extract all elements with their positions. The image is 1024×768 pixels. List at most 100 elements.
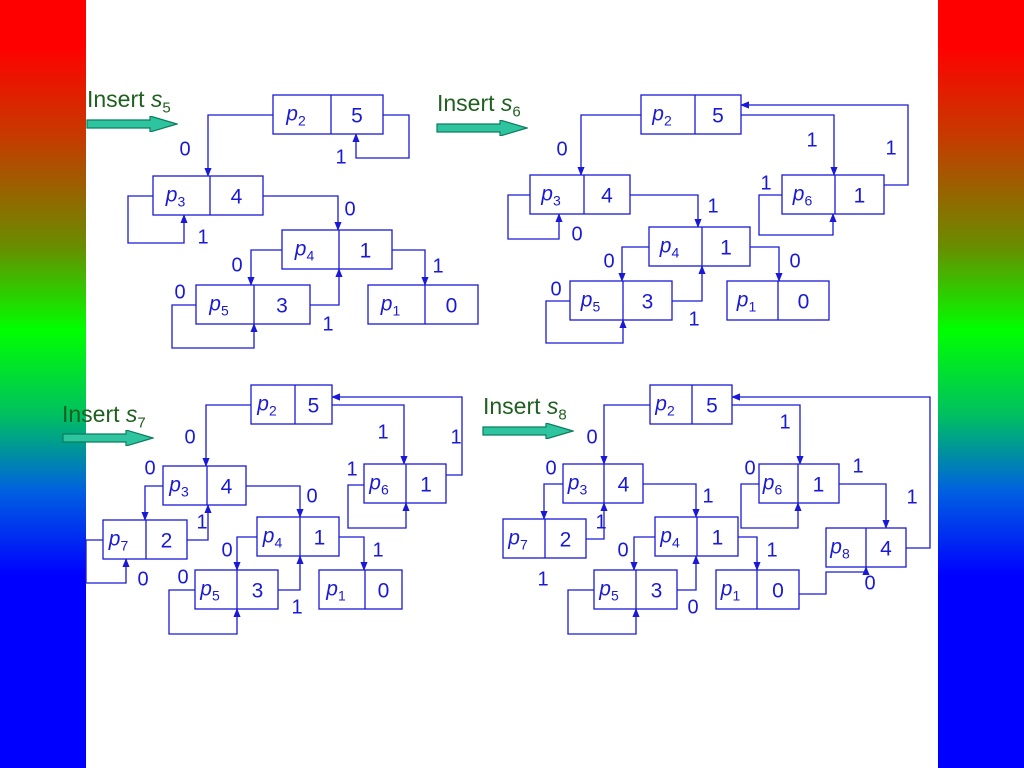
node-label: p1 (325, 578, 346, 604)
node-p1-panel-3: p1 0 (318, 569, 403, 610)
node-value: 5 (351, 105, 363, 128)
edge-3-4 (141, 485, 163, 521)
node-box (195, 284, 311, 325)
edge-label: 0 (789, 250, 800, 272)
node-label: p2 (256, 393, 277, 419)
edge-label: 1 (702, 485, 713, 507)
edge-4-10 (738, 536, 761, 571)
edge-label: 0 (344, 198, 355, 220)
edge-label: 0 (231, 254, 242, 276)
edge-label: 0 (617, 539, 628, 561)
right-gradient-bar (938, 0, 1024, 768)
edge-2-7 (750, 246, 783, 282)
node-value: 3 (252, 580, 264, 603)
node-value: 1 (813, 474, 825, 497)
node-box (272, 94, 384, 135)
edge-label: 1 (346, 458, 357, 480)
edge-3-9 (233, 536, 257, 571)
node-value: 4 (618, 474, 630, 497)
node-value: 0 (378, 580, 390, 603)
node-label: p5 (199, 578, 220, 604)
node-box (281, 229, 393, 270)
node-value: 1 (720, 237, 732, 260)
node-p3-panel-1: p3 4 (152, 175, 264, 216)
node-p3-panel-4: p3 4 (562, 463, 644, 504)
node-value: 5 (308, 395, 320, 418)
edge-label: 1 (906, 486, 917, 508)
node-value: 1 (712, 527, 724, 550)
node-label: p6 (762, 472, 783, 498)
edge-3-5 (246, 485, 304, 518)
node-box (758, 463, 840, 504)
edge-label: 0 (221, 539, 232, 561)
insert-arrow-s7 (62, 430, 154, 446)
edge-2-5 (618, 246, 649, 282)
node-value: 5 (712, 105, 724, 128)
edge-label: 1 (852, 455, 863, 477)
node-value: 0 (798, 291, 810, 314)
edge-4-5 (586, 502, 608, 540)
node-p5-panel-3: p5 3 (194, 569, 279, 610)
node-box (256, 516, 340, 557)
edge-2-6 (630, 194, 702, 228)
edge-4-7 (839, 483, 890, 529)
node-label: p3 (567, 472, 588, 498)
edge-label: 0 (137, 568, 148, 590)
edge-label: 0 (864, 572, 875, 594)
insert-sub: 7 (137, 414, 146, 432)
node-value: 1 (420, 474, 432, 497)
edge-label: 1 (432, 255, 443, 277)
insert-var: s (125, 401, 138, 427)
edge-2-1 (577, 114, 641, 176)
node-value: 0 (772, 580, 784, 603)
node-value: 4 (231, 186, 243, 209)
node-value: 3 (651, 580, 663, 603)
edge-1-4 (127, 195, 188, 244)
edge-1-7 (171, 304, 258, 349)
insert-arrow-s5 (86, 116, 178, 132)
node-value: 2 (161, 530, 173, 553)
edge-label: 1 (291, 596, 302, 618)
edge-4-4 (643, 483, 700, 518)
node-label: p4 (659, 235, 680, 261)
edge-2-2 (741, 114, 838, 176)
edge-label: 1 (450, 426, 461, 448)
edge-4-1 (600, 404, 650, 465)
left-gradient-bar (0, 0, 86, 768)
node-value: 4 (221, 476, 233, 499)
edge-label: 0 (184, 426, 195, 448)
edge-label: 0 (174, 281, 185, 303)
node-box (562, 463, 644, 504)
edge-label: 0 (603, 250, 614, 272)
node-box (363, 463, 447, 504)
node-box (162, 465, 247, 506)
edge-4-13 (799, 566, 870, 595)
node-value: 4 (880, 538, 892, 561)
insert-var: s (150, 86, 163, 112)
edge-label: 1 (707, 195, 718, 217)
edge-2-8 (758, 194, 837, 236)
node-p6-panel-4: p6 1 (758, 463, 840, 504)
edge-label: 0 (550, 278, 561, 300)
node-value: 1 (314, 527, 326, 550)
edge-label: 0 (687, 596, 698, 618)
edge-3-10 (339, 536, 368, 571)
node-value: 1 (854, 185, 866, 208)
edge-label: 0 (144, 457, 155, 479)
edge-3-1 (202, 404, 251, 467)
insert-sub: 5 (162, 99, 171, 117)
node-label: p5 (208, 293, 229, 319)
node-label: p3 (165, 184, 186, 210)
